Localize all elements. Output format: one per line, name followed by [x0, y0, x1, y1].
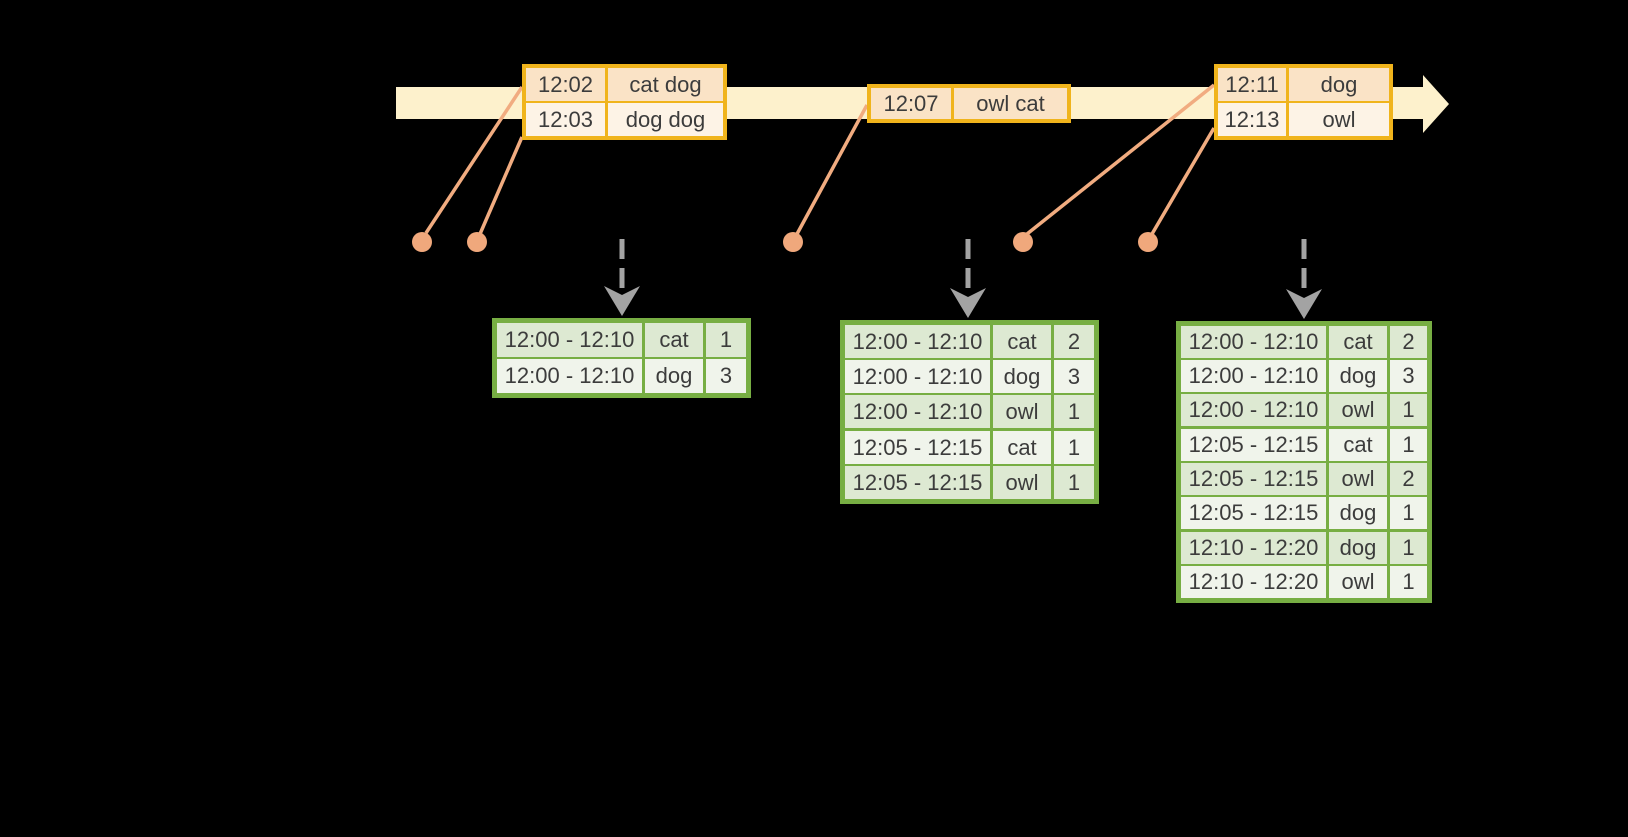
result-row: 12:00 - 12:10 dog 3	[845, 360, 1094, 393]
result-row: 12:00 - 12:10 owl 1	[845, 395, 1094, 428]
event-dot	[467, 232, 487, 252]
result-window-cell: 12:05 - 12:15	[845, 431, 990, 464]
result-count-cell: 1	[1054, 431, 1094, 464]
input-batch-3: 12:11 dog 12:13 owl	[1214, 64, 1393, 140]
result-word-cell: dog	[1329, 360, 1387, 392]
result-row: 12:00 - 12:10 cat 2	[1181, 326, 1427, 358]
result-table-1: 12:00 - 12:10 cat 1 12:00 - 12:10 dog 3	[492, 318, 751, 398]
result-count-cell: 3	[1054, 360, 1094, 393]
input-batch-2: 12:07 owl cat	[867, 84, 1071, 123]
result-count-cell: 1	[1390, 497, 1427, 529]
result-count-cell: 1	[1390, 532, 1427, 564]
trigger-arrow-icon	[604, 239, 640, 316]
event-connector-line	[424, 86, 524, 234]
event-connector-line	[478, 136, 524, 235]
result-row: 12:00 - 12:10 owl 1	[1181, 394, 1427, 426]
event-connector-line	[795, 104, 869, 235]
result-word-cell: cat	[645, 323, 703, 357]
event-row: 12:07 owl cat	[871, 88, 1067, 119]
event-dots	[412, 232, 1158, 252]
result-window-cell: 12:00 - 12:10	[1181, 360, 1326, 392]
result-count-cell: 1	[1390, 429, 1427, 461]
event-row: 12:02 cat dog	[526, 68, 723, 101]
result-row: 12:00 - 12:10 dog 3	[1181, 360, 1427, 392]
event-dot	[1013, 232, 1033, 252]
result-row: 12:05 - 12:15 owl 2	[1181, 463, 1427, 495]
result-window-cell: 12:00 - 12:10	[1181, 326, 1326, 358]
event-time-cell: 12:02	[526, 68, 605, 101]
result-row: 12:00 - 12:10 cat 1	[497, 323, 746, 357]
event-words-cell: dog dog	[608, 103, 723, 136]
result-row: 12:05 - 12:15 owl 1	[845, 466, 1094, 499]
result-row: 12:05 - 12:15 cat 1	[1181, 429, 1427, 461]
event-row: 12:03 dog dog	[526, 103, 723, 136]
result-window-cell: 12:00 - 12:10	[497, 359, 642, 393]
result-word-cell: dog	[993, 360, 1051, 393]
result-window-cell: 12:00 - 12:10	[845, 360, 990, 393]
result-row: 12:00 - 12:10 dog 3	[497, 359, 746, 393]
result-table-3: 12:00 - 12:10 cat 2 12:00 - 12:10 dog 3 …	[1176, 321, 1432, 603]
result-count-cell: 2	[1390, 326, 1427, 358]
result-count-cell: 1	[1390, 394, 1427, 426]
result-row: 12:00 - 12:10 cat 2	[845, 325, 1094, 358]
result-word-cell: cat	[993, 325, 1051, 358]
event-words-cell: owl	[1289, 103, 1389, 136]
result-count-cell: 1	[706, 323, 746, 357]
result-word-cell: dog	[645, 359, 703, 393]
event-time-cell: 12:07	[871, 88, 951, 119]
result-word-cell: owl	[993, 395, 1051, 428]
input-batch-1: 12:02 cat dog 12:03 dog dog	[522, 64, 727, 140]
result-word-cell: cat	[1329, 429, 1387, 461]
event-words-cell: dog	[1289, 68, 1389, 101]
event-words-cell: cat dog	[608, 68, 723, 101]
result-window-cell: 12:10 - 12:20	[1181, 532, 1326, 564]
event-row: 12:11 dog	[1218, 68, 1389, 101]
result-table-2: 12:00 - 12:10 cat 2 12:00 - 12:10 dog 3 …	[840, 320, 1099, 504]
result-word-cell: dog	[1329, 532, 1387, 564]
result-count-cell: 1	[1390, 566, 1427, 598]
event-words-cell: owl cat	[954, 88, 1067, 119]
event-connector-line	[1150, 127, 1216, 235]
result-row: 12:10 - 12:20 owl 1	[1181, 566, 1427, 598]
event-dot	[1138, 232, 1158, 252]
result-window-cell: 12:05 - 12:15	[1181, 497, 1326, 529]
result-row: 12:05 - 12:15 cat 1	[845, 431, 1094, 464]
timeline-arrow-head	[1423, 75, 1449, 133]
result-count-cell: 2	[1390, 463, 1427, 495]
event-dot	[783, 232, 803, 252]
trigger-arrow-icon	[1286, 239, 1322, 319]
result-window-cell: 12:00 - 12:10	[845, 395, 990, 428]
result-window-cell: 12:05 - 12:15	[845, 466, 990, 499]
event-time-cell: 12:13	[1218, 103, 1286, 136]
trigger-arrow-icon	[950, 239, 986, 318]
result-word-cell: owl	[1329, 463, 1387, 495]
result-count-cell: 3	[1390, 360, 1427, 392]
result-word-cell: owl	[1329, 566, 1387, 598]
event-connector-lines	[424, 83, 1216, 236]
event-dot	[412, 232, 432, 252]
result-window-cell: 12:00 - 12:10	[497, 323, 642, 357]
result-row: 12:10 - 12:20 dog 1	[1181, 532, 1427, 564]
result-word-cell: cat	[993, 431, 1051, 464]
result-count-cell: 3	[706, 359, 746, 393]
event-row: 12:13 owl	[1218, 103, 1389, 136]
result-word-cell: dog	[1329, 497, 1387, 529]
result-count-cell: 2	[1054, 325, 1094, 358]
result-word-cell: cat	[1329, 326, 1387, 358]
trigger-arrows	[604, 239, 1322, 319]
event-connector-line	[1025, 83, 1216, 236]
result-count-cell: 1	[1054, 466, 1094, 499]
result-count-cell: 1	[1054, 395, 1094, 428]
event-time-cell: 12:11	[1218, 68, 1286, 101]
result-window-cell: 12:00 - 12:10	[845, 325, 990, 358]
result-window-cell: 12:05 - 12:15	[1181, 429, 1326, 461]
event-time-cell: 12:03	[526, 103, 605, 136]
result-word-cell: owl	[1329, 394, 1387, 426]
result-window-cell: 12:05 - 12:15	[1181, 463, 1326, 495]
result-window-cell: 12:00 - 12:10	[1181, 394, 1326, 426]
result-window-cell: 12:10 - 12:20	[1181, 566, 1326, 598]
result-word-cell: owl	[993, 466, 1051, 499]
result-row: 12:05 - 12:15 dog 1	[1181, 497, 1427, 529]
